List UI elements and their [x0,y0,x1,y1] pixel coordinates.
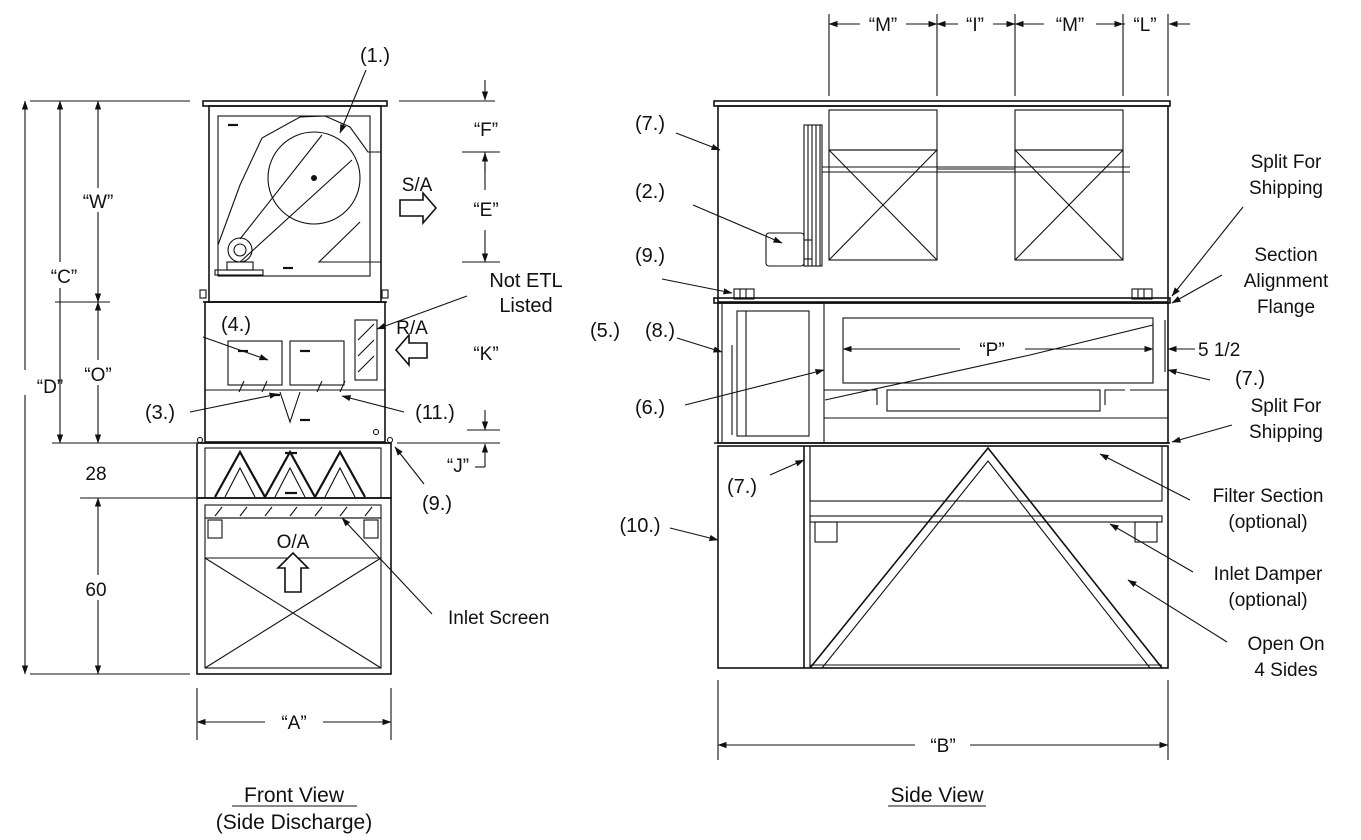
callout-5: (5.) [590,320,620,342]
stand-cross-brace [204,557,382,669]
callout-4: (4.) [221,314,251,336]
dim-60-label: 60 [85,580,106,601]
dim-b-label: “B” [930,736,955,757]
outside-air-label: O/A [277,532,310,553]
callout-8: (8.) [645,320,675,342]
dim-e-label: “E” [473,200,498,221]
supply-air-arrow-icon [399,190,438,226]
blower-shaft [311,175,317,181]
not-etl-box [354,319,378,381]
side-inlet-damper [809,515,1163,523]
return-air-arrow-icon [394,332,428,368]
callout-10: (10.) [619,515,660,537]
filter-section-note-line2: (optional) [1228,512,1307,533]
drive-sheave [803,124,823,267]
open-sides-note-line1: Open On [1247,634,1324,655]
blower-scroll-housing [217,115,381,246]
dim-m2-label: “M” [1056,15,1084,36]
callout-2: (2.) [635,181,665,203]
dim-j-label: “J” [447,456,469,477]
front-view-subtitle: (Side Discharge) [216,811,372,834]
supply-air-label: S/A [402,175,433,196]
blower-2-outlet [1014,109,1124,151]
side-filter-section [809,445,1163,502]
motor-base [226,261,254,271]
callout-9-side: (9.) [635,245,665,267]
dim-a-label: “A” [281,713,306,734]
inlet-screen-note: Inlet Screen [448,608,549,629]
damper-blade-box [886,389,1101,412]
dim-5-1-2-label: 5 1/2 [1198,340,1240,361]
side-fan-section [717,105,1169,303]
callout-11: (11.) [415,402,455,424]
inlet-damper-note-line1: Inlet Damper [1214,564,1323,585]
blower-wheel [267,131,361,225]
mixing-baffle [279,391,301,424]
dim-f-label: “F” [474,120,498,141]
callout-7-low: (7.) [727,476,757,498]
dim-i-label: “I” [966,15,984,36]
alignment-note-line2: Alignment [1244,271,1329,292]
blower-1-housing [828,149,938,261]
callout-3: (3.) [145,402,175,424]
not-etl-note-line1: Not ETL [489,270,562,292]
blower-1-outlet [828,109,938,151]
open-sides-note-line2: 4 Sides [1254,660,1317,681]
inlet-damper-note-line2: (optional) [1228,590,1307,611]
side-stand-section [717,445,1169,669]
dim-l-label: “L” [1133,15,1156,36]
dim-k-label: “K” [473,344,498,365]
side-view: “M” “I” “M” “L” “P” 5 1/2 “B” (7.) (2.) … [590,14,1329,807]
callout-1: (1.) [360,45,390,67]
callout-9-front: (9.) [422,493,452,515]
dim-p-label: “P” [979,340,1004,361]
dim-m1-label: “M” [869,15,897,36]
callout-7-top: (7.) [635,113,665,135]
front-fan-section [208,105,382,303]
split-lower-note-line1: Split For [1251,396,1322,417]
motor-icon [227,237,253,263]
alignment-note-line3: Flange [1257,297,1315,318]
front-damper-section [204,301,386,443]
side-view-title: Side View [890,784,984,807]
not-etl-note-line2: Listed [499,295,552,317]
dim-c-label: “C” [51,267,77,288]
callout-6: (6.) [635,397,665,419]
front-view-title: Front View [244,784,345,807]
dim-o-label: “O” [84,365,111,386]
front-fan-inner-panel [217,115,371,277]
dim-28-label: 28 [85,464,106,485]
split-lower-note-line2: Shipping [1249,422,1323,443]
split-upper-note-line2: Shipping [1249,178,1323,199]
alignment-note-line1: Section [1254,245,1317,266]
side-damper-section [717,302,1169,444]
split-upper-note-line1: Split For [1251,152,1322,173]
front-stand [196,497,392,675]
outside-air-arrow-icon [276,551,310,593]
callout-7-right: (7.) [1235,368,1265,390]
blower-2-housing [1014,149,1124,261]
front-view: (1.) “D” “C” “W” “O” 28 60 “F” “E” “K” “… [21,45,563,834]
blower-belt [239,134,381,263]
dim-w-label: “W” [83,192,114,213]
filter-section-note-line1: Filter Section [1213,486,1324,507]
side-cross-brace [809,446,1163,669]
pleated-filter [214,449,366,500]
dim-d-label: “D” [37,377,63,398]
return-air-label: R/A [396,318,428,339]
motor-side-icon [765,232,805,267]
